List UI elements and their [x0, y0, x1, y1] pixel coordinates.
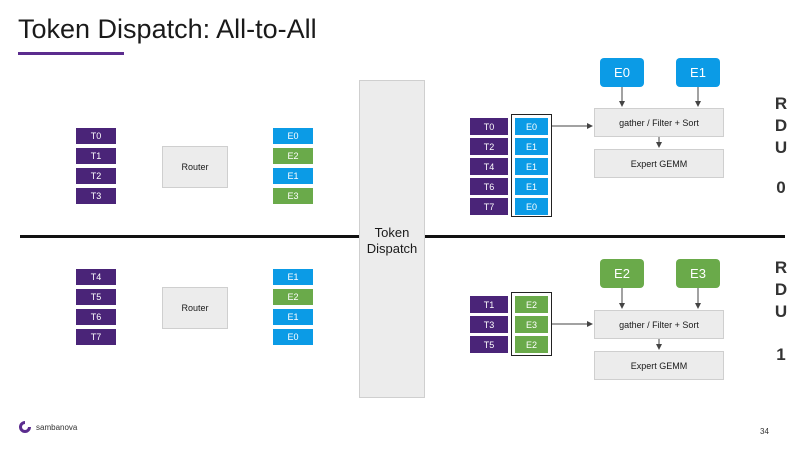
routed-expert-box: E2 [273, 289, 313, 305]
token-box: T4 [76, 269, 116, 285]
expert-weight-box: E3 [676, 259, 720, 288]
received-expert-group [511, 292, 552, 356]
routed-expert-box: E1 [273, 309, 313, 325]
received-token-box: T2 [470, 138, 508, 155]
expert-weight-box: E1 [676, 58, 720, 87]
received-token-box: T6 [470, 178, 508, 195]
received-expert-box: E2 [515, 296, 548, 313]
received-expert-box: E1 [515, 138, 548, 155]
rdu-label-number: 0 [776, 178, 786, 197]
routed-expert-box: E3 [273, 188, 313, 204]
received-expert-box: E1 [515, 158, 548, 175]
token-dispatch-label: Token Dispatch [366, 225, 418, 256]
token-box: T6 [76, 309, 116, 325]
routed-expert-box: E2 [273, 148, 313, 164]
token-box: T0 [76, 128, 116, 144]
page-title: Token Dispatch: All-to-All [18, 14, 317, 44]
page-number: 34 [760, 427, 769, 436]
sambanova-logo-icon [19, 421, 31, 433]
routed-expert-box: E1 [273, 168, 313, 184]
received-token-box: T7 [470, 198, 508, 215]
router-box: Router [162, 146, 228, 188]
rdu-label-letter: D [774, 116, 788, 135]
rdu-label-letter: U [774, 302, 788, 321]
expert-gemm-box: Expert GEMM [594, 351, 724, 380]
gather-filter-sort-box: gather / Filter + Sort [594, 108, 724, 137]
token-dispatch-box [359, 80, 425, 398]
token-box: T1 [76, 148, 116, 164]
rdu-divider [20, 235, 359, 238]
received-token-box: T1 [470, 296, 508, 313]
rdu-label-letter: U [774, 138, 788, 157]
routed-expert-box: E0 [273, 128, 313, 144]
received-token-box: T4 [470, 158, 508, 175]
received-expert-group [511, 114, 552, 217]
received-expert-box: E2 [515, 336, 548, 353]
received-expert-box: E3 [515, 316, 548, 333]
rdu-label-letter: D [774, 280, 788, 299]
expert-gemm-box: Expert GEMM [594, 149, 724, 178]
received-expert-box: E0 [515, 118, 548, 135]
rdu-label-number: 1 [776, 345, 786, 364]
expert-weight-box: E2 [600, 259, 644, 288]
routed-expert-box: E1 [273, 269, 313, 285]
title-underline [18, 52, 124, 55]
token-box: T7 [76, 329, 116, 345]
received-token-box: T3 [470, 316, 508, 333]
brand-logo: sambanova [18, 420, 77, 434]
rdu-label-letter: R [774, 94, 788, 113]
router-box: Router [162, 287, 228, 329]
received-token-box: T0 [470, 118, 508, 135]
token-box: T5 [76, 289, 116, 305]
gather-filter-sort-box: gather / Filter + Sort [594, 310, 724, 339]
received-token-box: T5 [470, 336, 508, 353]
token-box: T2 [76, 168, 116, 184]
expert-weight-box: E0 [600, 58, 644, 87]
received-expert-box: E0 [515, 198, 548, 215]
token-box: T3 [76, 188, 116, 204]
rdu-label-letter: R [774, 258, 788, 277]
rdu-divider [425, 235, 785, 238]
brand-name: sambanova [36, 422, 78, 432]
received-expert-box: E1 [515, 178, 548, 195]
routed-expert-box: E0 [273, 329, 313, 345]
